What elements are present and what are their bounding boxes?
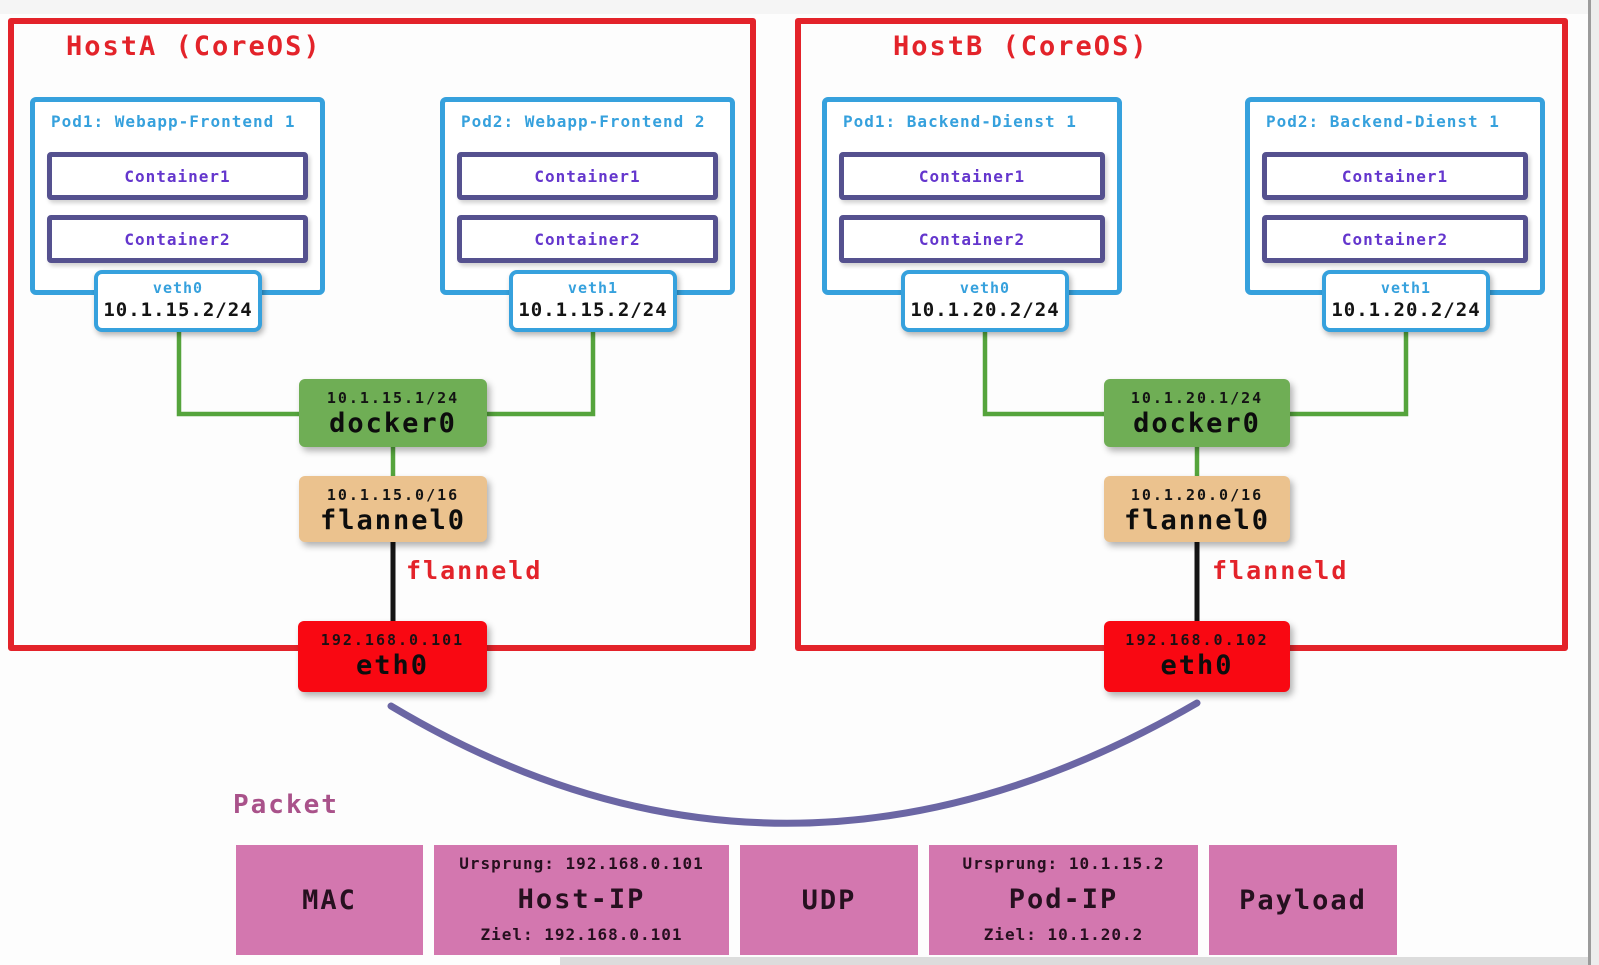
veth-name: veth1 xyxy=(1380,279,1432,297)
host-b-pod2-container2: Container2 xyxy=(1262,215,1528,263)
host-a-pod1-container2: Container2 xyxy=(47,215,308,263)
segment-title: MAC xyxy=(302,884,357,916)
overlay-ip: 10.1.15.0/16 xyxy=(326,486,460,504)
segment-title: Host-IP xyxy=(517,883,646,915)
host-a-flanneld-label: flanneld xyxy=(406,556,543,585)
host-b-pod1: Pod1: Backend-Dienst 1 Container1 Contai… xyxy=(822,97,1122,295)
host-a-title: HostA (CoreOS) xyxy=(66,31,322,62)
page-top-strip xyxy=(0,0,1599,14)
host-a-eth0-box: 192.168.0.101 eth0 xyxy=(298,621,487,692)
container-label: Container1 xyxy=(918,166,1026,186)
container-label: Container1 xyxy=(124,166,231,186)
overlay-name: flannel0 xyxy=(1123,505,1271,536)
host-a-pod1-label: Pod1: Webapp-Frontend 1 xyxy=(51,112,296,131)
host-b-docker0-box: 10.1.20.1/24 docker0 xyxy=(1104,379,1290,447)
bridge-ip: 10.1.15.1/24 xyxy=(326,389,460,407)
container-label: Container1 xyxy=(534,166,641,186)
host-a-pod2-label: Pod2: Webapp-Frontend 2 xyxy=(461,112,706,131)
host-a-veth1-box: veth1 10.1.15.2/24 xyxy=(509,270,677,332)
veth0a-to-docker0a-line xyxy=(176,326,299,417)
host-b-title: HostB (CoreOS) xyxy=(893,31,1149,62)
host-b-pod1-label: Pod1: Backend-Dienst 1 xyxy=(843,112,1077,131)
overlay-name: flannel0 xyxy=(319,505,467,536)
host-b-flanneld-label: flanneld xyxy=(1212,556,1349,585)
segment-dest: Ziel: 192.168.0.101 xyxy=(480,925,683,944)
packet-segment-udp: UDP xyxy=(740,845,918,955)
nic-ip: 192.168.0.102 xyxy=(1125,631,1269,649)
veth-name: veth1 xyxy=(567,279,619,297)
host-b-pod1-container2: Container2 xyxy=(839,215,1105,263)
veth-ip: 10.1.15.2/24 xyxy=(103,299,253,321)
page-right-edge-line xyxy=(1588,0,1591,965)
host-b-pod2-container1: Container1 xyxy=(1262,152,1528,200)
segment-dest: Ziel: 10.1.20.2 xyxy=(983,925,1144,944)
host-b-pod2: Pod2: Backend-Dienst 1 Container1 Contai… xyxy=(1245,97,1545,295)
packet-segment-pod-ip: Ursprung: 10.1.15.2 Pod-IP Ziel: 10.1.20… xyxy=(929,845,1198,955)
nic-ip: 192.168.0.101 xyxy=(320,631,465,649)
host-a-veth0-box: veth0 10.1.15.2/24 xyxy=(94,270,262,332)
container-label: Container1 xyxy=(1341,166,1449,186)
segment-title: Payload xyxy=(1239,884,1367,916)
host-b-eth0-box: 192.168.0.102 eth0 xyxy=(1104,621,1290,692)
veth-ip: 10.1.15.2/24 xyxy=(518,299,668,321)
host-a-pod1: Pod1: Webapp-Frontend 1 Container1 Conta… xyxy=(30,97,325,295)
container-label: Container2 xyxy=(1341,229,1449,249)
host-b-pod2-label: Pod2: Backend-Dienst 1 xyxy=(1266,112,1500,131)
host-b-flannel0-box: 10.1.20.0/16 flannel0 xyxy=(1104,476,1290,542)
host-a-pod2-container2: Container2 xyxy=(457,215,718,263)
veth-name: veth0 xyxy=(152,279,204,297)
bridge-ip: 10.1.20.1/24 xyxy=(1130,389,1264,407)
veth1a-to-docker0a-line xyxy=(487,326,596,417)
segment-title: Pod-IP xyxy=(1008,883,1119,915)
veth-ip: 10.1.20.2/24 xyxy=(910,299,1060,321)
segment-source: Ursprung: 10.1.15.2 xyxy=(962,854,1165,873)
host-a-pod2: Pod2: Webapp-Frontend 2 Container1 Conta… xyxy=(440,97,735,295)
host-b-pod1-container1: Container1 xyxy=(839,152,1105,200)
container-label: Container2 xyxy=(534,229,641,249)
veth0b-to-docker0b-line xyxy=(982,326,1104,417)
container-label: Container2 xyxy=(918,229,1026,249)
host-b-veth1-box: veth1 10.1.20.2/24 xyxy=(1322,270,1490,332)
page-right-edge-strip xyxy=(1591,0,1599,965)
host-a-pod2-container1: Container1 xyxy=(457,152,718,200)
container-label: Container2 xyxy=(124,229,231,249)
segment-title: UDP xyxy=(801,884,857,916)
packet-segment-payload: Payload xyxy=(1209,845,1397,955)
nic-name: eth0 xyxy=(1160,650,1234,681)
veth-ip: 10.1.20.2/24 xyxy=(1331,299,1481,321)
packet-segment-host-ip: Ursprung: 192.168.0.101 Host-IP Ziel: 19… xyxy=(434,845,729,955)
eth0a-to-eth0b-packet-curve xyxy=(387,699,1201,827)
host-a-flannel0-box: 10.1.15.0/16 flannel0 xyxy=(299,476,487,542)
segment-source: Ursprung: 192.168.0.101 xyxy=(459,854,704,873)
host-a-docker0-box: 10.1.15.1/24 docker0 xyxy=(299,379,487,447)
packet-label: Packet xyxy=(233,790,339,820)
veth-name: veth0 xyxy=(959,279,1011,297)
page-bottom-strip xyxy=(560,957,1588,965)
nic-name: eth0 xyxy=(355,650,430,681)
bridge-name: docker0 xyxy=(1133,408,1261,439)
bridge-name: docker0 xyxy=(329,408,457,439)
veth1b-to-docker0b-line xyxy=(1290,326,1409,417)
host-a-pod1-container1: Container1 xyxy=(47,152,308,200)
packet-segment-mac: MAC xyxy=(236,845,423,955)
host-b-veth0-box: veth0 10.1.20.2/24 xyxy=(901,270,1069,332)
overlay-ip: 10.1.20.0/16 xyxy=(1130,486,1264,504)
